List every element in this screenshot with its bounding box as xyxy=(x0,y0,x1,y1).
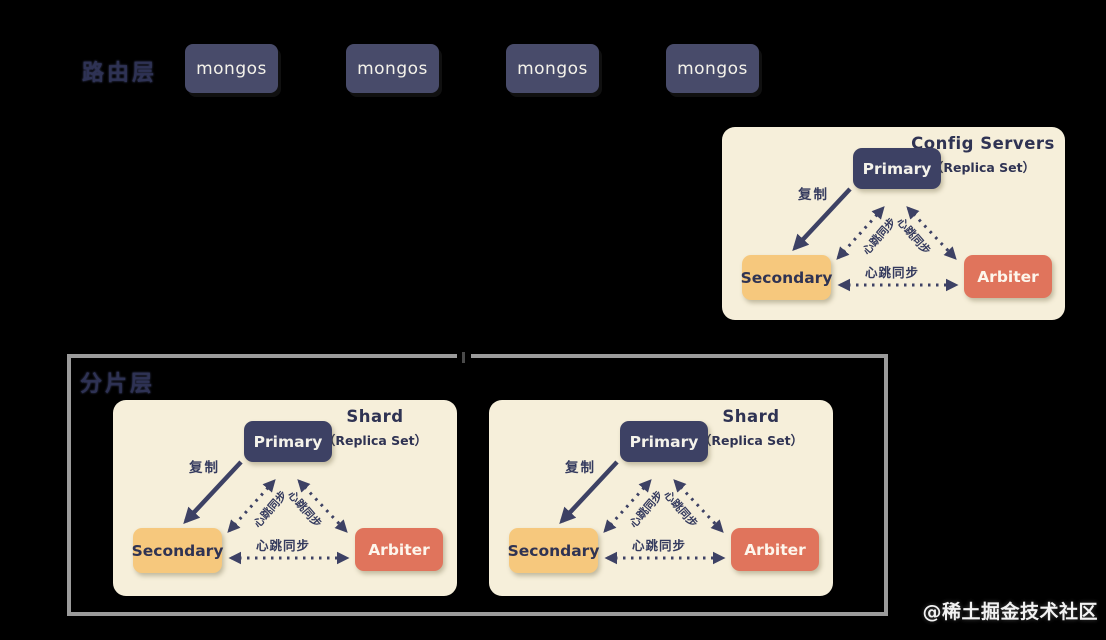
replicate-label: 复制 xyxy=(798,187,829,203)
panel-title: Shard xyxy=(346,407,404,426)
primary-node: Primary xyxy=(244,421,332,462)
shard-panel-2: Shard （Replica Set） Primary Secondary Ar… xyxy=(489,400,833,596)
replicate-label: 复制 xyxy=(189,460,220,476)
frame-top-notch xyxy=(457,352,471,363)
replication-arrows xyxy=(559,460,726,565)
panel-title: Config Servers xyxy=(911,134,1055,153)
mongos-node-3: mongos xyxy=(506,44,599,93)
heartbeat-label-bottom: 心跳同步 xyxy=(865,265,920,280)
panel-subtitle: （Replica Set） xyxy=(698,433,804,448)
arbiter-node: Arbiter xyxy=(355,528,443,571)
panel-title-block: Shard （Replica Set） xyxy=(299,407,451,449)
primary-node: Primary xyxy=(620,421,708,462)
replication-arrows xyxy=(183,460,350,565)
replicate-label: 复制 xyxy=(565,460,596,476)
replication-arrows xyxy=(792,187,959,292)
mongos-node-1: mongos xyxy=(185,44,278,93)
arbiter-node: Arbiter xyxy=(964,255,1052,298)
config-servers-panel: Config Servers （Replica Set） Primary Sec… xyxy=(722,127,1065,320)
panel-title: Shard xyxy=(722,407,780,426)
secondary-node: Secondary xyxy=(508,528,599,573)
heartbeat-label-bottom: 心跳同步 xyxy=(256,538,311,553)
heartbeat-label-bottom: 心跳同步 xyxy=(632,538,687,553)
mongos-node-4: mongos xyxy=(666,44,759,93)
panel-subtitle: （Replica Set） xyxy=(930,160,1036,175)
secondary-node: Secondary xyxy=(741,255,832,300)
watermark-text: @稀土掘金技术社区 xyxy=(922,601,1098,623)
panel-title-block: Config Servers （Replica Set） xyxy=(907,134,1059,176)
primary-node: Primary xyxy=(853,148,941,189)
router-layer-label: 路由层 xyxy=(82,61,158,86)
mongos-node-2: mongos xyxy=(346,44,439,93)
secondary-node: Secondary xyxy=(132,528,223,573)
shard-panel-1: Shard （Replica Set） Primary Secondary Ar… xyxy=(113,400,457,596)
arbiter-node: Arbiter xyxy=(731,528,819,571)
shard-layer-label: 分片层 xyxy=(80,372,156,397)
panel-subtitle: （Replica Set） xyxy=(322,433,428,448)
shard-cluster-frame xyxy=(67,352,888,616)
panel-title-block: Shard （Replica Set） xyxy=(675,407,827,449)
